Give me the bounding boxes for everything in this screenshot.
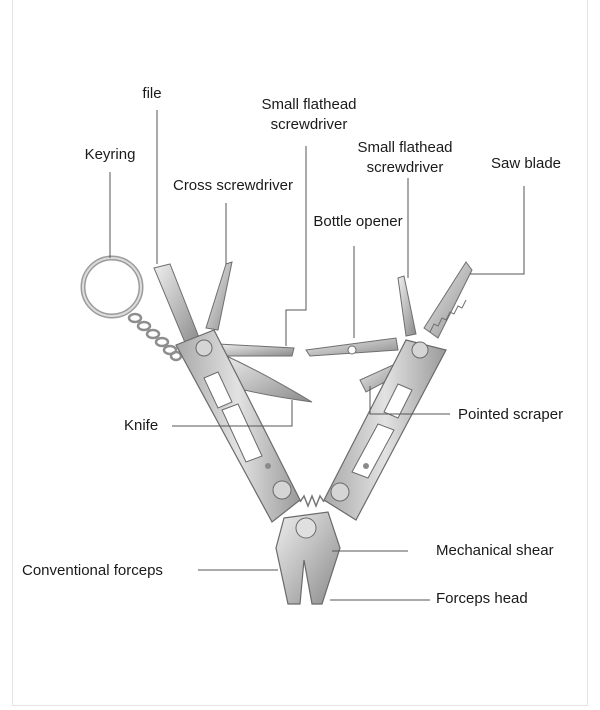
file-tool: [153, 263, 201, 346]
image-frame: [12, 0, 588, 706]
leader-saw-blade: [470, 186, 525, 275]
label-small-flathead-1-line2: screwdriver: [270, 116, 348, 133]
label-small-flathead-2-line2: screwdriver: [366, 159, 444, 176]
bottle-opener-tool: [305, 337, 399, 357]
leader-pointed-scraper: [369, 386, 450, 415]
label-bottle-opener: Bottle opener: [313, 213, 403, 230]
leader-lines: [109, 110, 525, 601]
label-keyring: Keyring: [84, 146, 136, 163]
leader-knife: [172, 400, 293, 427]
keyring-ring: [80, 255, 144, 319]
leader-small-flathead-1: [285, 146, 307, 346]
label-small-flathead-2: Small flathead screwdriver: [336, 138, 474, 178]
label-saw-blade: Saw blade: [490, 155, 562, 172]
label-knife: Knife: [124, 417, 159, 434]
label-forceps-head: Forceps head: [436, 590, 528, 607]
keyring-chain: [127, 312, 183, 362]
pliers-head: [275, 511, 341, 605]
label-cross-screwdriver: Cross screwdriver: [172, 177, 293, 194]
right-flathead-tool: [397, 275, 417, 337]
saw-blade-tool: [423, 261, 473, 339]
right-handle: [323, 339, 447, 521]
cross-screwdriver-tool: [205, 261, 233, 331]
label-small-flathead-2-line1: Small flathead: [357, 139, 453, 156]
spring: [299, 493, 325, 509]
label-conventional-forceps: Conventional forceps: [22, 562, 163, 579]
label-small-flathead-1-line1: Small flathead: [261, 96, 357, 113]
left-flathead-tool: [217, 343, 295, 357]
label-mechanical-shear: Mechanical shear: [436, 542, 554, 559]
label-pointed-scraper: Pointed scraper: [458, 406, 564, 423]
label-small-flathead-1: Small flathead screwdriver: [240, 95, 378, 135]
label-file: file: [142, 85, 162, 102]
